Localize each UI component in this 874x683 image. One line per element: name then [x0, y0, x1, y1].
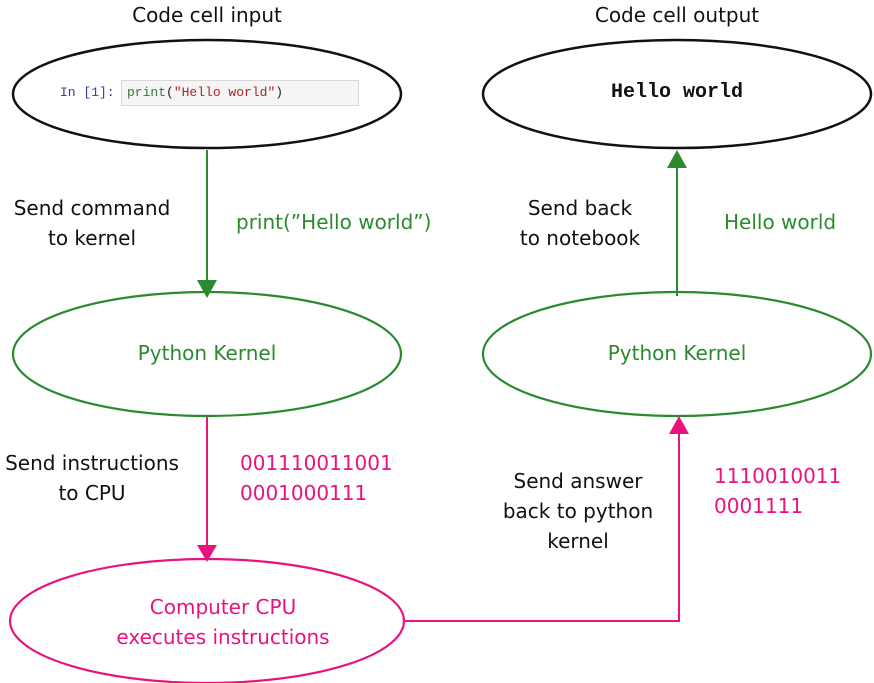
code-string: "Hello world" — [173, 85, 276, 100]
label-send-command-line1: Send command — [13, 196, 171, 220]
node-cpu: Computer CPU executes instructions — [116, 592, 329, 652]
code-open-paren: ( — [166, 85, 174, 100]
label-send-answer-line3: kernel — [547, 529, 609, 553]
label-send-answer-line2: back to python — [502, 499, 654, 523]
label-send-back-line1: Send back — [527, 196, 633, 220]
arrowhead-send-command — [197, 280, 217, 298]
payload-send-back: Hello world — [724, 210, 837, 234]
node-python-kernel-left: Python Kernel — [137, 341, 277, 365]
output-cell-ellipse — [481, 38, 873, 150]
payload-send-instructions-line2: 0001000111 — [240, 481, 368, 505]
node-cpu-line2: executes instructions — [116, 625, 330, 649]
payload-send-answer-line1: 1110010011 — [714, 464, 842, 488]
payload-send-answer-line2: 0001111 — [714, 494, 804, 518]
input-cell-ellipse — [11, 38, 403, 150]
payload-send-answer: 1110010011 0001111 — [714, 461, 841, 521]
payload-send-instructions: 001110011001 0001000111 — [240, 448, 393, 508]
label-send-instructions: Send instructions to CPU — [5, 448, 179, 508]
label-send-instructions-line2: to CPU — [58, 481, 126, 505]
arrowhead-send-answer — [669, 416, 689, 434]
arrow-send-answer — [404, 432, 680, 622]
cell-prompt: In [1]: — [60, 85, 115, 100]
payload-send-command: print(”Hello world”) — [236, 210, 432, 234]
node-cpu-line1: Computer CPU — [149, 595, 297, 619]
label-send-answer-line1: Send answer — [513, 469, 643, 493]
code-cell-output-text: Hello world — [610, 81, 744, 104]
label-send-answer: Send answer back to python kernel — [503, 466, 653, 556]
node-python-kernel-right: Python Kernel — [607, 341, 747, 365]
arrowhead-send-instructions — [197, 545, 217, 562]
code-cell-input[interactable]: print("Hello world") — [121, 80, 359, 106]
label-send-instructions-line1: Send instructions — [5, 451, 179, 475]
label-send-command: Send command to kernel — [14, 193, 171, 253]
arrowhead-send-back — [667, 150, 687, 168]
title-code-cell-output: Code cell output — [594, 3, 760, 27]
code-func: print — [127, 85, 167, 100]
label-send-command-line2: to kernel — [47, 226, 137, 250]
label-send-back: Send back to notebook — [520, 193, 640, 253]
payload-send-instructions-line1: 001110011001 — [240, 451, 393, 475]
title-code-cell-input: Code cell input — [132, 3, 282, 27]
code-close-paren: ) — [275, 85, 284, 100]
label-send-back-line2: to notebook — [519, 226, 641, 250]
